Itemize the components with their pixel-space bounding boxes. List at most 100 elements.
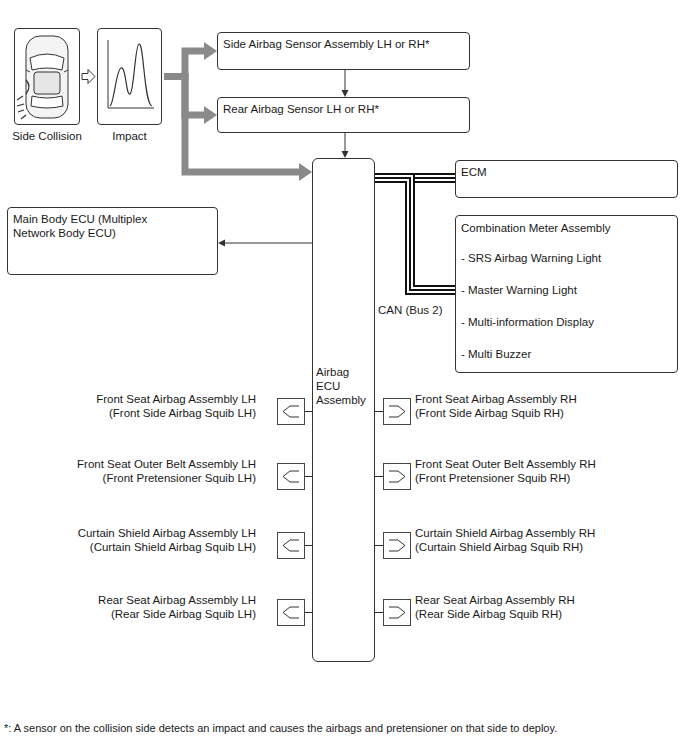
connector-line (345, 70, 346, 91)
collision-picture-box: Side Collision (14, 28, 80, 125)
connector-line (305, 411, 312, 412)
ecu-box: Airbag ECU Assembly (312, 158, 375, 662)
connector-line (375, 476, 383, 477)
connector (305, 411, 312, 412)
list-item: - Master Warning Light (461, 283, 672, 297)
meter-box: Combination Meter Assembly - SRS Airbag W… (455, 215, 678, 373)
squib-label: Rear Seat Airbag Assembly RH(Rear Side A… (415, 593, 575, 621)
squib-label: Front Seat Airbag Assembly RH(Front Side… (415, 392, 577, 420)
box-text: Side Airbag Sensor Assembly LH or RH* (223, 37, 464, 51)
bus-label: CAN (Bus 2) (376, 303, 445, 317)
connector-line (305, 545, 312, 546)
squib-symbol: Front Seat Airbag Assembly RH(Front Side… (383, 398, 411, 425)
squib-icon (278, 399, 304, 424)
squib-mark (283, 540, 299, 551)
connector-line (375, 545, 383, 546)
impact-graph-box: Impact (97, 28, 162, 125)
squib-text: Curtain Shield Airbag Assembly LH (78, 526, 256, 540)
squib-symbol: Front Seat Outer Belt Assembly LH(Front … (277, 463, 305, 490)
list-item: - SRS Airbag Warning Light (461, 251, 672, 265)
connector-line (375, 411, 383, 412)
connector (375, 476, 383, 477)
impact-graph (108, 40, 154, 108)
squib-symbol: Curtain Shield Airbag Assembly RH(Curtai… (383, 532, 411, 559)
ecu-box: Main Body ECU (Multiplex Network Body EC… (7, 207, 218, 275)
squib-text: (Curtain Shield Airbag Squib LH) (78, 540, 256, 554)
squib-text: Front Seat Outer Belt Assembly RH (415, 457, 596, 471)
arrow-head (299, 163, 312, 181)
arrow-head (342, 90, 349, 97)
squib-text: (Front Side Airbag Squib LH) (96, 406, 256, 420)
squib-mark (283, 607, 299, 618)
squib-text: (Curtain Shield Airbag Squib RH) (415, 540, 595, 554)
connector (342, 133, 349, 158)
squib-text: Rear Seat Airbag Assembly LH (98, 593, 256, 607)
squib-text: Front Seat Outer Belt Assembly LH (77, 457, 256, 471)
connector (305, 545, 312, 546)
squib-icon (384, 533, 410, 558)
squib-text: Curtain Shield Airbag Assembly RH (415, 526, 595, 540)
connector (218, 240, 312, 247)
bus-line (375, 178, 455, 290)
footnote: *: A sensor on the collision side detect… (4, 721, 557, 735)
connector (375, 411, 383, 412)
connector-line (345, 133, 346, 152)
connector (305, 476, 312, 477)
connector-line (305, 476, 312, 477)
squib-symbol: Rear Seat Airbag Assembly RH(Rear Side A… (383, 599, 411, 626)
squib-label: Front Seat Outer Belt Assembly LH(Front … (77, 457, 256, 485)
connector-line (164, 51, 205, 77)
connector-line (375, 612, 383, 613)
squib-icon (384, 399, 410, 424)
ecu-box: ECM (455, 160, 678, 198)
box-text: Rear Airbag Sensor LH or RH* (223, 102, 464, 116)
squib-symbol: Rear Seat Airbag Assembly LH(Rear Side A… (277, 599, 305, 626)
connector (164, 42, 217, 77)
connector (305, 612, 312, 613)
squib-text: Rear Seat Airbag Assembly RH (415, 593, 575, 607)
squib-mark (389, 471, 405, 482)
car-illustration (17, 36, 68, 119)
arrow-head (204, 106, 217, 124)
connector (375, 178, 455, 290)
caption-text: Impact (112, 129, 147, 143)
squib-symbol: Front Seat Airbag Assembly LH(Front Side… (277, 398, 305, 425)
connector (342, 70, 349, 97)
squib-icon (384, 600, 410, 625)
connector-line (224, 243, 312, 244)
squib-label: Curtain Shield Airbag Assembly LH(Curtai… (78, 526, 256, 554)
squib-label: Front Seat Outer Belt Assembly RH(Front … (415, 457, 596, 485)
squib-text: (Rear Side Airbag Squib RH) (415, 607, 575, 621)
squib-text: (Front Pretensioner Squib LH) (77, 471, 256, 485)
squib-mark (389, 406, 405, 417)
connector (375, 545, 383, 546)
sensor-box: Side Airbag Sensor Assembly LH or RH* (217, 32, 470, 70)
squib-label: Front Seat Airbag Assembly LH(Front Side… (96, 392, 256, 420)
box-heading: Combination Meter Assembly (461, 221, 672, 235)
squib-mark (389, 540, 405, 551)
squib-text: (Rear Side Airbag Squib LH) (98, 607, 256, 621)
squib-icon (278, 533, 304, 558)
squib-label: Curtain Shield Airbag Assembly RH(Curtai… (415, 526, 595, 554)
connector-line (305, 612, 312, 613)
box-text: Airbag ECU Assembly (316, 365, 371, 407)
squib-text: (Front Side Airbag Squib RH) (415, 406, 577, 420)
squib-text: (Front Pretensioner Squib RH) (415, 471, 596, 485)
bus-line (375, 178, 455, 290)
connector (164, 77, 217, 125)
list-item: - Multi-information Display (461, 315, 672, 329)
hollow-arrow (82, 70, 95, 84)
box-text: ECM (461, 165, 672, 179)
connector (375, 612, 383, 613)
arrow-head (204, 42, 217, 60)
caption-text: Side Collision (12, 129, 82, 143)
sensor-box: Rear Airbag Sensor LH or RH* (217, 97, 470, 133)
connector (82, 70, 95, 84)
list-item: - Multi Buzzer (461, 347, 672, 361)
squib-mark (283, 406, 299, 417)
squib-icon (384, 464, 410, 489)
squib-symbol: Curtain Shield Airbag Assembly LH(Curtai… (277, 532, 305, 559)
squib-text: Front Seat Airbag Assembly RH (415, 392, 577, 406)
squib-text: Front Seat Airbag Assembly LH (96, 392, 256, 406)
